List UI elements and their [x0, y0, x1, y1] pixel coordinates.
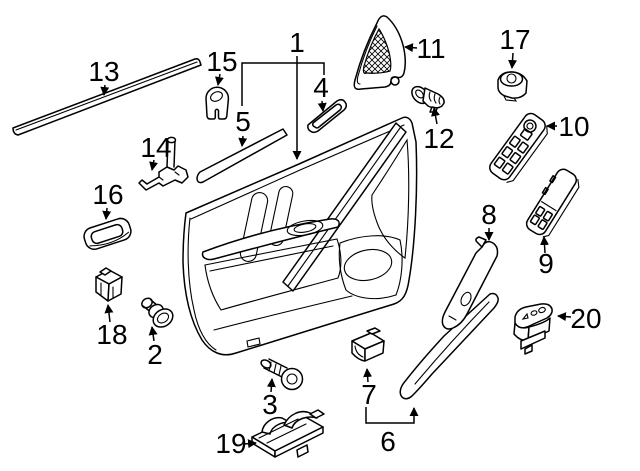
callout-18: 18	[96, 319, 127, 350]
callout-15: 15	[206, 46, 237, 77]
callout-20-arrow	[557, 312, 572, 322]
callout-10: 10	[558, 111, 589, 142]
callout-7: 7	[361, 379, 377, 410]
callout-19-arrow	[243, 439, 257, 449]
callout-15-arrow	[215, 73, 224, 86]
callout-11: 11	[416, 33, 445, 64]
callout-9: 9	[538, 248, 554, 279]
callout-2: 2	[147, 339, 163, 370]
callout-17: 17	[499, 24, 530, 55]
callout-13-arrow	[100, 84, 110, 96]
part-bracket-14	[138, 136, 189, 191]
part-switch-18	[95, 267, 123, 302]
callout-11-arrow	[404, 43, 418, 53]
part-sill-trim	[399, 292, 499, 400]
part-switch-panel-9	[525, 168, 580, 238]
callout-7-arrow	[363, 368, 373, 383]
callout-14-arrow	[149, 159, 158, 171]
part-handle-bezel	[83, 217, 132, 250]
callout-14: 14	[140, 132, 171, 163]
part-belt-weatherstrip	[12, 58, 202, 136]
part-sail-panel	[353, 15, 407, 91]
part-lock-grommet	[497, 71, 528, 102]
callout-2-arrow	[148, 326, 158, 342]
callout-18-arrow	[104, 304, 114, 323]
part-switch-20	[513, 303, 553, 355]
part-door-trim-panel	[182, 116, 418, 356]
callout-13: 13	[88, 56, 119, 87]
callout-12: 12	[423, 123, 454, 154]
callout-leaders	[100, 43, 572, 449]
part-master-switch	[489, 112, 548, 183]
part-window-switch-19	[251, 409, 325, 458]
callout-12-arrow	[431, 107, 440, 125]
callout-16-arrow	[102, 207, 112, 220]
callout-17-arrow	[508, 52, 518, 69]
part-pillar-trim	[441, 236, 499, 330]
callout-19: 19	[215, 428, 246, 459]
callout-6-bracket-arrow	[365, 407, 419, 424]
part-retainer-2	[141, 297, 174, 328]
callout-8: 8	[481, 199, 497, 230]
callout-5-arrow	[238, 135, 248, 147]
callout-9-arrow	[540, 236, 549, 254]
part-clip-15	[205, 86, 230, 120]
callout-4: 4	[313, 72, 329, 103]
callout-1: 1	[289, 27, 305, 58]
part-clip-7	[351, 327, 385, 362]
part-screw-3	[260, 358, 304, 391]
part-upper-trim-strip	[196, 128, 288, 184]
callout-16: 16	[92, 179, 123, 210]
callout-numbers: 1 2 3 4 5 6 7 8 9 10 11 12 13 14 15 16 1…	[88, 24, 601, 459]
callout-3: 3	[262, 389, 278, 420]
part-pull-cup-trim	[307, 98, 348, 134]
callout-4-arrow	[317, 100, 327, 112]
callout-3-arrow	[266, 378, 276, 393]
callout-6: 6	[380, 426, 396, 457]
callout-20: 20	[570, 303, 601, 334]
part-clip-12	[411, 85, 445, 113]
callout-5: 5	[235, 106, 251, 137]
callout-1-bracket	[241, 62, 325, 106]
